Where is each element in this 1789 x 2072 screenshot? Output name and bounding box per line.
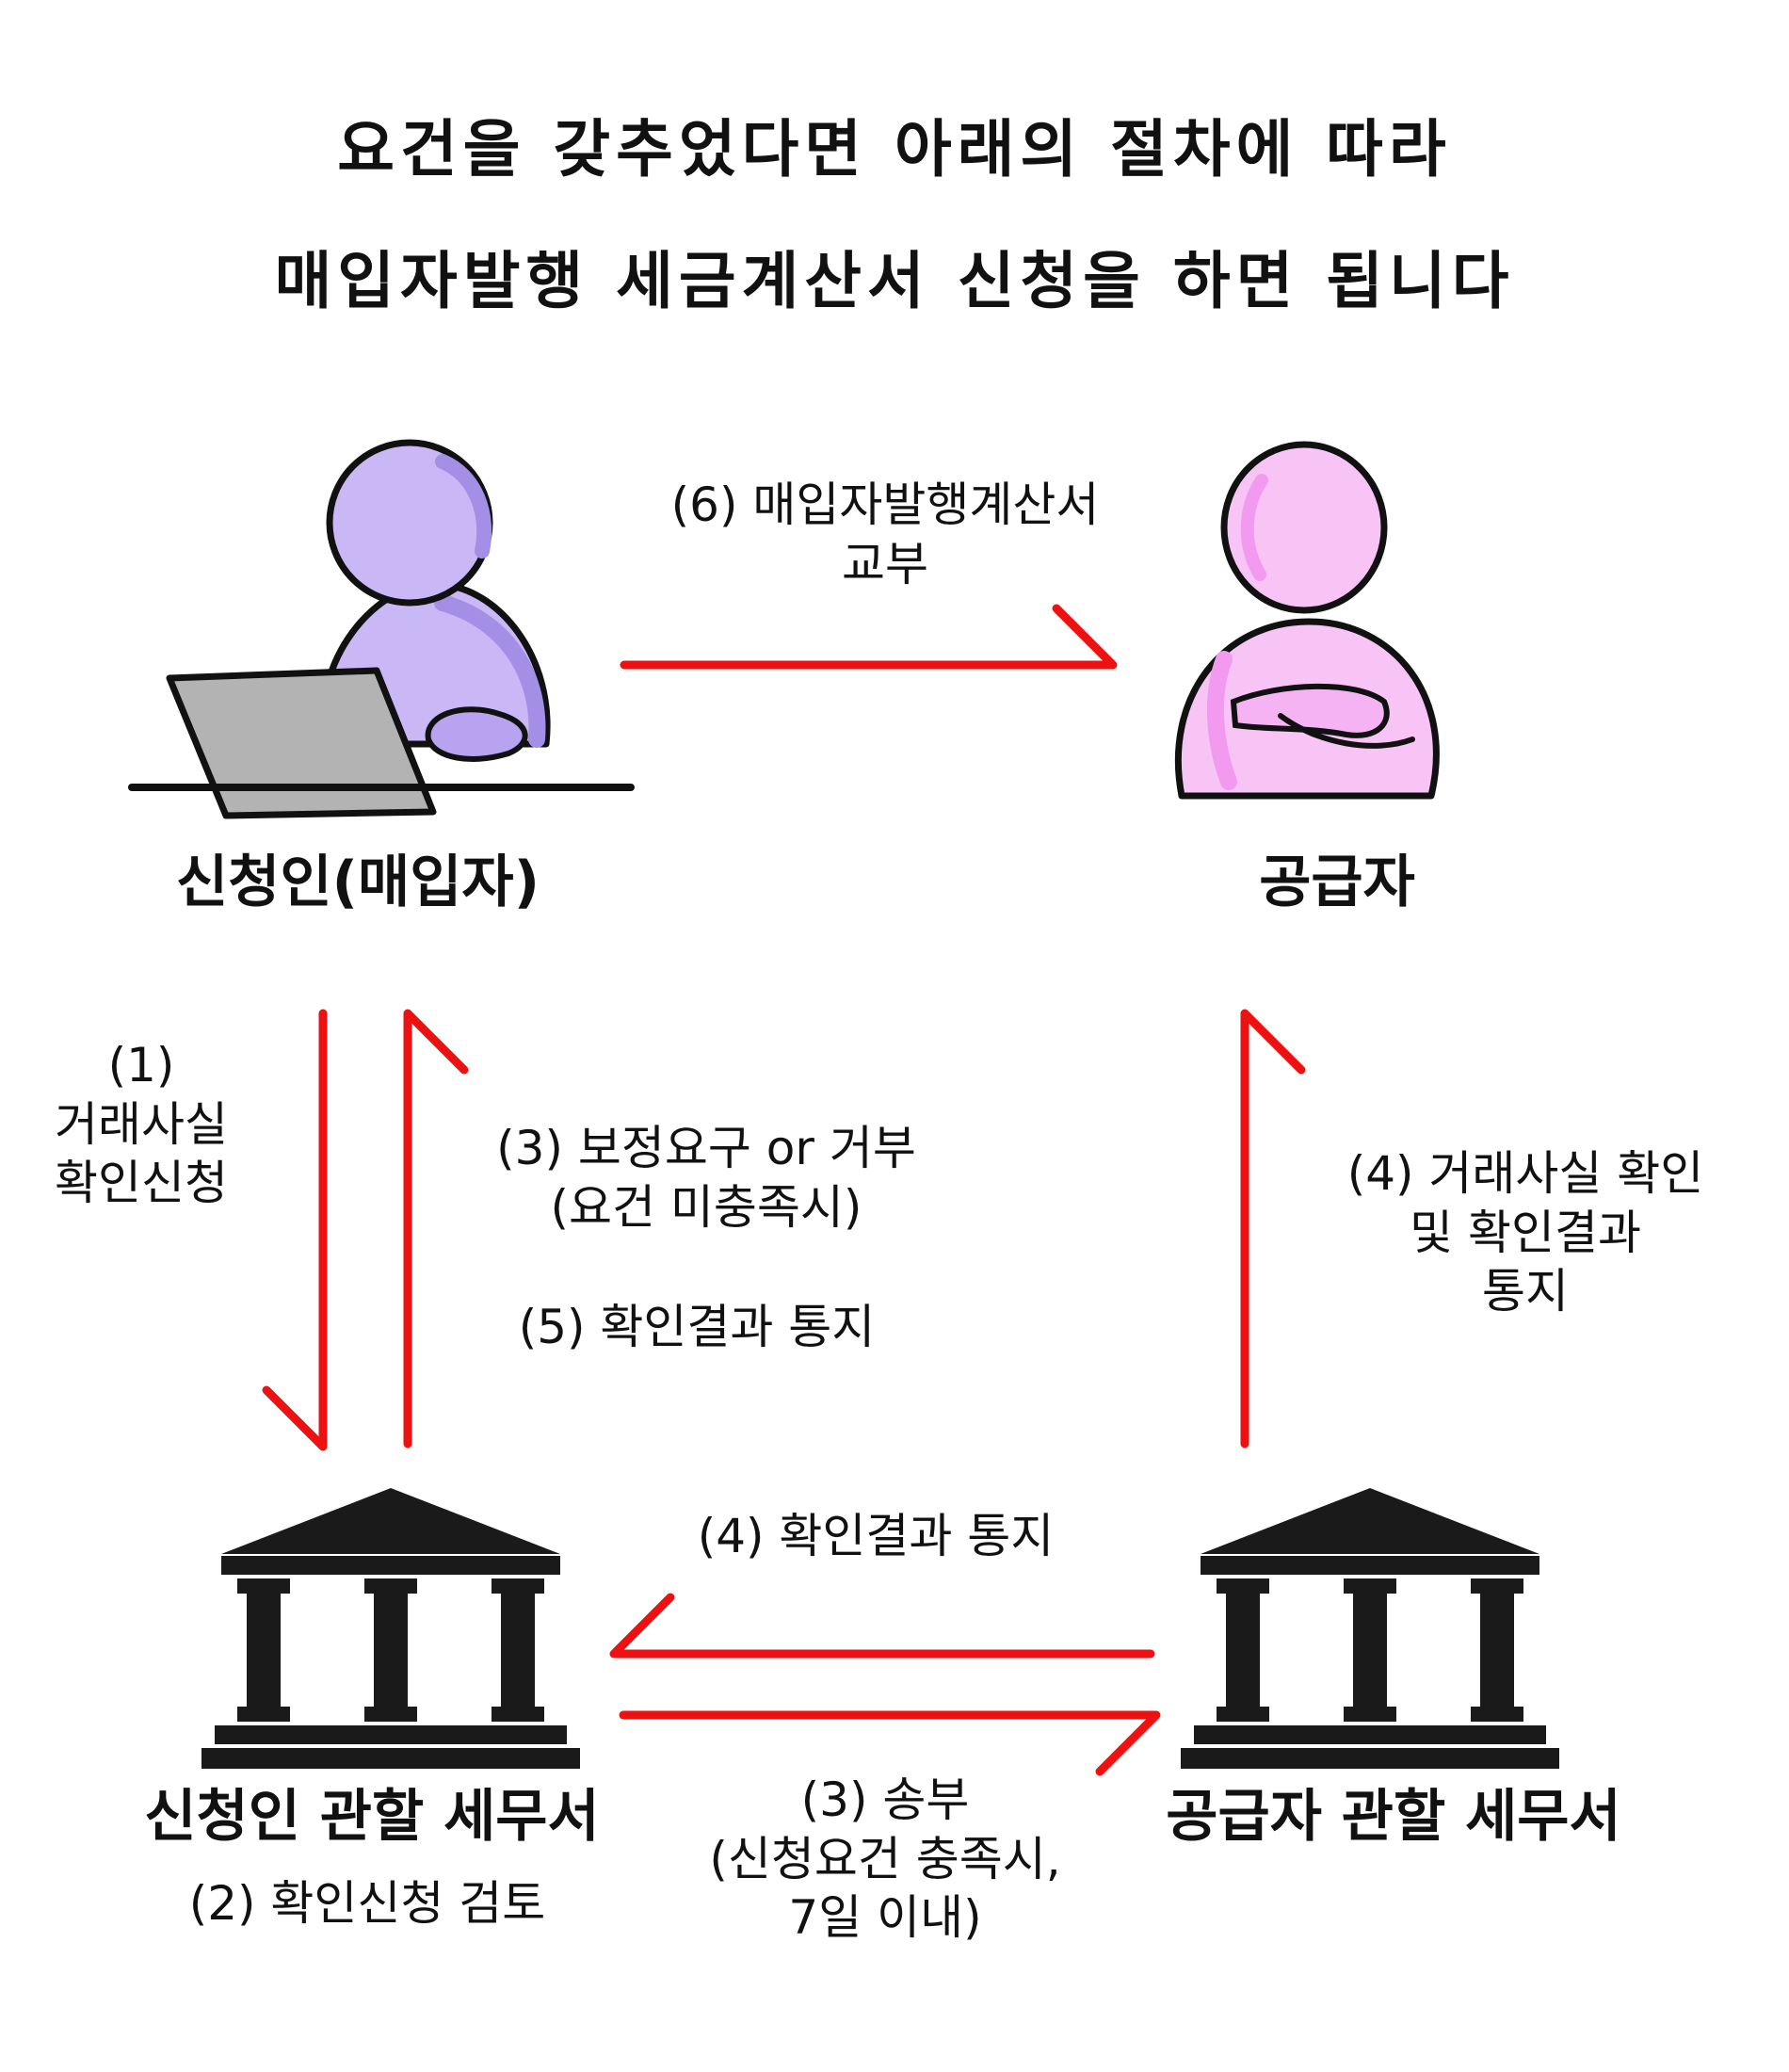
- step4-confirm-label: (4) 거래사실 확인 및 확인결과 통지: [1281, 1144, 1770, 1321]
- supplier-tax-office-icon: [1181, 1488, 1559, 1769]
- step4-result-label: (4) 확인결과 통지: [697, 1509, 1055, 1563]
- step4-confirm-line-2: 및 확인결과: [1410, 1205, 1641, 1260]
- step6-line-2: 교부: [842, 536, 928, 591]
- supplier-label: 공급자: [1259, 850, 1415, 915]
- supplier-office-label: 공급자 관할 세무서: [1166, 1784, 1621, 1850]
- arrow-step3-5-office-to-applicant: [403, 1009, 469, 1449]
- title-line-2: 매입자발행 세금계산서 신청을 하면 됩니다: [274, 245, 1515, 317]
- step6-line-1: (6) 매입자발행계산서: [670, 478, 1100, 532]
- step3-reject-line-1: (3) 보정요구 or 거부: [496, 1121, 916, 1175]
- arrow-step3-applicant-office-to-supplier-office: [619, 1710, 1161, 1776]
- step5-label: (5) 확인결과 통지: [518, 1300, 876, 1354]
- step3-transfer-line-3: 7일 이내): [788, 1890, 982, 1945]
- supplier-person-icon: [1174, 441, 1440, 800]
- step1-line-1: 거래사실: [55, 1096, 228, 1152]
- laptop-icon: [128, 667, 635, 819]
- step2-label: (2) 확인신청 검토: [188, 1876, 546, 1931]
- step4-confirm-line-1: (4) 거래사실 확인: [1346, 1146, 1704, 1201]
- step3-reject-line-2: (요건 미충족시): [550, 1179, 862, 1235]
- step4-confirm-line-3: 통지: [1482, 1264, 1569, 1319]
- step3-transfer-line-2: (신청요건 충족시,: [709, 1831, 1061, 1886]
- applicant-tax-office-icon: [201, 1488, 580, 1769]
- arrow-step6-applicant-to-supplier: [620, 604, 1118, 670]
- title-line-1: 요건을 갖추었다면 아래의 절차에 따라: [337, 113, 1452, 186]
- step3-reject-label: (3) 보정요구 or 거부 (요건 미충족시): [443, 1119, 970, 1237]
- arrow-step4-supplier-office-to-applicant-office: [609, 1593, 1155, 1659]
- step1-number: (1): [107, 1038, 175, 1093]
- arrow-step1-applicant-to-office: [262, 1009, 328, 1451]
- applicant-person-icon: [319, 439, 551, 762]
- applicant-office-label: 신청인 관할 세무서: [144, 1784, 600, 1850]
- step3-transfer-label: (3) 송부 (신청요건 충족시, 7일 이내): [650, 1771, 1120, 1948]
- arrow-step4-office-to-supplier: [1240, 1009, 1306, 1449]
- applicant-label: 신청인(매입자): [175, 850, 540, 915]
- step1-label: (1) 거래사실 확인신청: [19, 1036, 264, 1213]
- step3-transfer-line-1: (3) 송부: [800, 1773, 970, 1827]
- step1-line-2: 확인신청: [55, 1156, 228, 1210]
- step6-label: (6) 매입자발행계산서 교부: [593, 476, 1177, 593]
